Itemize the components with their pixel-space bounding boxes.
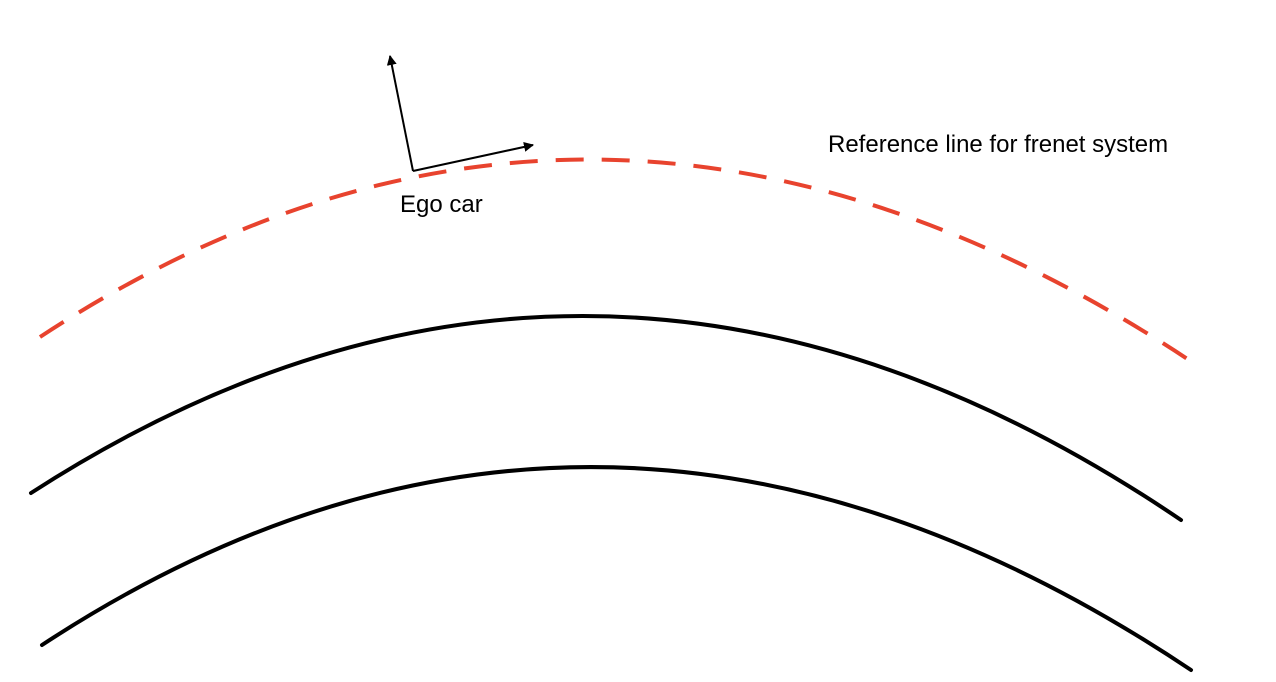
reference-line-label: Reference line for frenet system: [828, 131, 1168, 158]
lane-boundary-lower: [40, 465, 1193, 672]
tangent-arrow: [412, 142, 534, 172]
lane-boundary-upper: [29, 314, 1183, 522]
normal-arrow: [386, 55, 414, 172]
ego-car-label: Ego car: [400, 191, 483, 218]
ego-car-axes: [386, 55, 534, 172]
reference-line: [38, 157, 1194, 364]
